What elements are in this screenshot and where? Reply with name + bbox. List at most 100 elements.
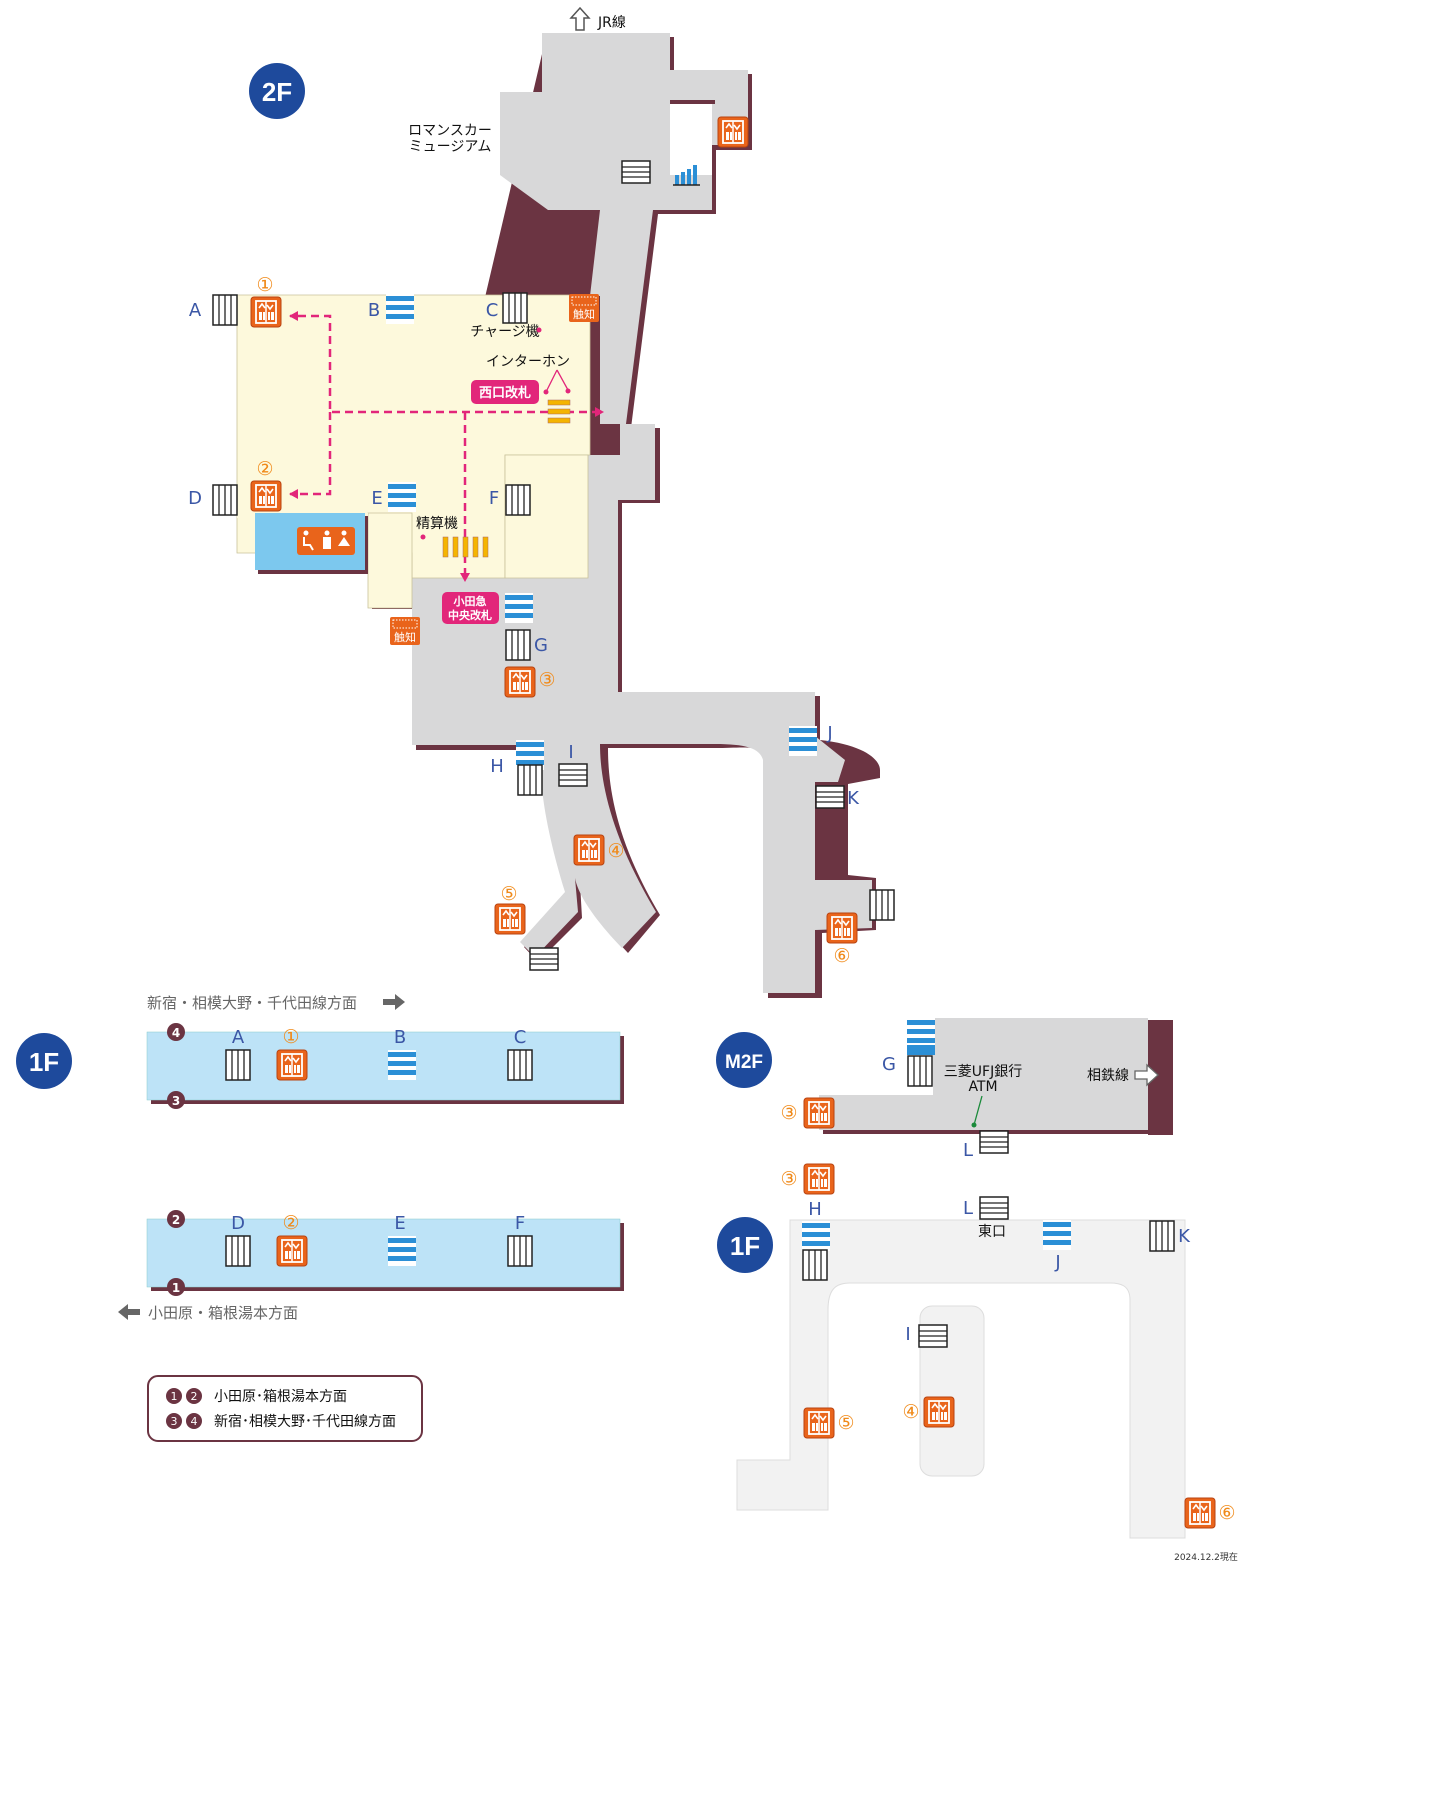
exit-letter-i: I [568,742,573,763]
fare-adjust-label: 精算機 [416,516,458,532]
exit-letter-c: C [486,300,499,321]
escalator-icon [673,165,700,186]
stairs-icon [505,629,531,661]
ticket-gates [442,536,489,558]
west-gate-sign [471,380,539,404]
intercom-marker [565,388,571,394]
exit-letter-i: I [905,1324,910,1345]
platform-number-badge [167,1210,185,1228]
elevator-number-6: ⑥ [1218,1502,1235,1524]
romance-car-label-1: ロマンスカー [408,123,492,139]
charge-machine-label: チャージ機 [470,324,540,340]
date-stamp: 2024.12.2現在 [1174,1551,1238,1563]
escalator-icon [386,294,414,324]
elevator-icon [826,912,858,944]
legend-num: 3 [171,1415,178,1428]
exit-letter-h: H [808,1199,822,1220]
intercom-label: インターホン [486,354,570,370]
legend-num: 4 [191,1415,198,1428]
platform-number-4: 4 [172,1026,180,1040]
elevator-number-1: ① [256,274,273,296]
elevator-icon [573,834,605,866]
elevator-number-4: ④ [607,840,624,862]
platform-number-3: 3 [172,1094,180,1108]
up-arrow-icon [569,6,591,31]
shinjuku-direction-label: 新宿・相模大野・千代田線方面 [147,994,357,1012]
tactile-map-icon: 触知 [389,616,421,646]
exit-letter-a: A [189,300,202,321]
restroom-icon [297,527,355,555]
stairs-icon [621,160,651,184]
exit-letter-g: G [534,635,548,656]
fare-adjust-marker [420,534,426,540]
elevator-icon [250,296,282,328]
stairs-icon [815,785,845,809]
stairs-icon [1149,1220,1175,1252]
floor-badge-1f-right [717,1217,773,1273]
odawara-direction-label: 小田原・箱根湯本方面 [148,1304,298,1322]
legend-box [147,1375,423,1442]
legend-badge [166,1388,182,1404]
floor-badge-1f-label: 1F [29,1047,59,1077]
platform-number-badge [167,1023,185,1041]
stairs-icon [212,294,238,326]
legend-badge [166,1413,182,1429]
left-arrow-icon [118,1304,140,1320]
stairs-icon [979,1130,1009,1154]
stairs-icon [212,484,238,516]
stairs-icon [558,763,588,787]
legend-num: 1 [171,1390,178,1403]
west-gate-label: 西口改札 [479,385,531,401]
elevator-icon [717,116,749,148]
exit-letter-a: A [232,1027,245,1048]
elevator-number-3: ③ [780,1168,797,1190]
legend-text: 新宿･相模大野･千代田線方面 [214,1413,396,1430]
floor-badge-1f-right-label: 1F [730,1231,760,1261]
elevator-number-1: ① [282,1026,299,1048]
exit-letter-j: J [1054,1252,1060,1273]
exit-letter-g: G [882,1054,896,1075]
exit-letter-b: B [368,300,380,321]
floor-badge-2f-label: 2F [262,77,292,107]
platform-number-2: 2 [172,1213,180,1227]
stairs-icon [225,1049,251,1081]
platform-upper [146,1031,621,1101]
legend-text: 小田原･箱根湯本方面 [214,1388,347,1405]
stairs-icon [502,292,528,324]
floor-badge-2f [249,63,305,119]
floor-1f-platforms: 1F 新宿・相模大野・千代田線方面 4 3 A ① B C 2 1 D ② E … [16,994,624,1442]
floor-1f-concourse: 1F ③ H L 東口 J K I ④ ⑤ ⑥ [717,1163,1236,1539]
exit-letter-l: L [963,1198,973,1219]
stairs-icon [907,1055,933,1087]
tactile-map-icon: 触知 [568,293,600,323]
sotetsu-label: 相鉄線 [1087,1068,1129,1084]
annex-gap-wall [670,100,715,104]
elevator-icon [803,1407,835,1439]
m2f-concourse [819,1018,1148,1130]
right-arrow-icon [1134,1063,1159,1087]
escalator-icon [505,593,533,623]
escalator-icon [1043,1220,1071,1250]
tactile-label: 触知 [573,307,595,321]
elevator-number-5: ⑤ [837,1412,854,1434]
floor-m2f: M2F G 三菱UFJ銀行 ATM 相鉄線 ③ L [716,1018,1173,1161]
concourse-walls [372,37,880,998]
exit-letter-h: H [490,756,504,777]
exit-letter-d: D [188,488,202,509]
elevator-icon [1184,1497,1216,1529]
elevator-number-6: ⑥ [833,945,850,967]
platform-lower [146,1218,621,1288]
legend-row: 3 4 新宿･相模大野･千代田線方面 [166,1413,396,1430]
stairs-icon [529,947,559,971]
intercom-marker [543,389,549,395]
elevator-number-2: ② [282,1212,299,1234]
stairs-icon [517,764,543,796]
right-arrow-icon [383,994,405,1010]
elevator-icon [494,903,526,935]
legend-badge [186,1388,202,1404]
elevator-icon [803,1097,835,1129]
stairs-icon [505,484,531,516]
escalator-icon [388,1050,416,1080]
east-exit-label: 東口 [978,1224,1006,1240]
